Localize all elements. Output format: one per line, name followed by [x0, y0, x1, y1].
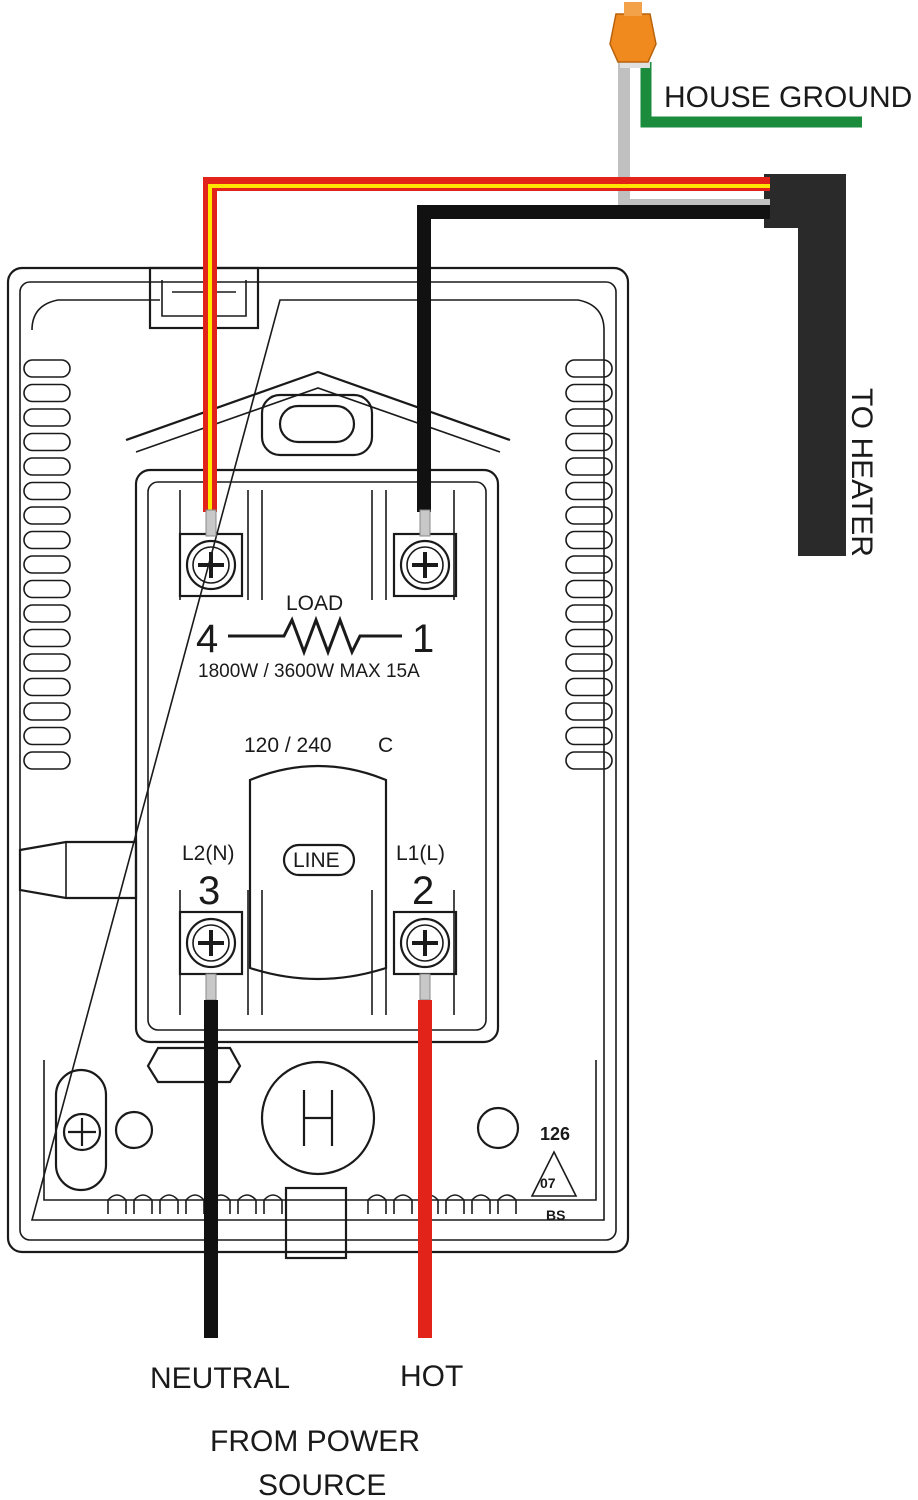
bottom-vent-slot: [497, 1194, 517, 1214]
bottom-vent-slot: [471, 1194, 491, 1214]
recycle-text-07: 07: [540, 1175, 556, 1191]
neutral-label: NEUTRAL: [150, 1362, 290, 1395]
vent-slot: [23, 359, 71, 378]
vent-slot: [565, 408, 613, 427]
vent-slot: [565, 579, 613, 599]
l2n-label: L2(N): [182, 842, 235, 865]
vent-slot: [565, 555, 613, 574]
vent-slot: [565, 457, 613, 476]
line-capsule: [248, 764, 388, 981]
left-vent-slots: [23, 359, 71, 770]
vent-slot: [565, 726, 613, 746]
vent-slot: [23, 653, 71, 672]
terminal-screw-3: [178, 910, 244, 976]
bottom-vent-slot: [107, 1194, 127, 1214]
vent-slot: [565, 628, 613, 648]
vent-slot: [23, 481, 71, 501]
wire-nut-icon: [609, 13, 657, 63]
bottom-vent-slot: [263, 1194, 283, 1214]
vent-slot: [565, 751, 613, 770]
vent-slot: [565, 677, 613, 697]
vent-slot: [565, 359, 613, 378]
voltage-label: 120 / 240: [244, 734, 332, 757]
from-power-label: FROM POWER: [210, 1425, 420, 1458]
vent-slot: [565, 506, 613, 525]
recycle-text-bs: BS: [546, 1207, 565, 1223]
heater-cable: [764, 174, 846, 556]
resistor-symbol: [228, 615, 402, 657]
terminal-2-number: 2: [412, 869, 434, 913]
mounting-screw-icon: [62, 1112, 102, 1152]
vent-slot: [23, 604, 71, 623]
vent-slot: [23, 506, 71, 525]
thermostat-backplate: 126 07 BS: [6, 266, 630, 1260]
vent-slot: [565, 481, 613, 501]
vent-slot: [23, 702, 71, 721]
bottom-vent-slot: [367, 1194, 387, 1214]
house-ground-label: HOUSE GROUND: [664, 81, 912, 114]
vent-slot: [565, 432, 613, 452]
right-vent-slots: [565, 359, 613, 770]
terminal-block-frame: [134, 468, 500, 1044]
side-tab: [18, 840, 138, 900]
vent-slot: [565, 702, 613, 721]
bottom-features: [43, 1046, 597, 1260]
bottom-vent-slot: [185, 1194, 205, 1214]
vent-slot: [23, 751, 71, 770]
vent-slot: [23, 628, 71, 648]
load-wire-stripe: [208, 184, 770, 510]
vent-slot: [23, 677, 71, 697]
load-label: LOAD: [286, 592, 343, 615]
line-label: LINE: [293, 849, 340, 872]
vent-slot: [565, 604, 613, 623]
bottom-vent-slot: [393, 1194, 413, 1214]
terminal-screw-4: [178, 532, 244, 598]
bottom-vent-slot: [237, 1194, 257, 1214]
bottom-vent-slot: [133, 1194, 153, 1214]
hanger-roof: [125, 370, 511, 457]
vent-slot: [23, 530, 71, 550]
vent-slot: [23, 408, 71, 427]
l1l-label: L1(L): [396, 842, 445, 865]
vent-slot: [565, 383, 613, 403]
rating-label: 1800W / 3600W MAX 15A: [198, 661, 420, 682]
vent-slot: [23, 432, 71, 452]
knob-hole: [260, 1060, 376, 1176]
bottom-vent-slot: [159, 1194, 179, 1214]
c-mark-label: C: [378, 734, 393, 757]
terminal-3-number: 3: [198, 869, 220, 913]
vent-slot: [23, 457, 71, 476]
terminal-screw-2: [392, 910, 458, 976]
vent-slot: [23, 383, 71, 403]
hot-label: HOT: [400, 1360, 463, 1393]
house-ground-wire: [640, 62, 862, 128]
bottom-vent-slot: [445, 1194, 465, 1214]
terminal-1-number: 1: [412, 617, 434, 661]
load-wire-red: [203, 177, 770, 512]
load-wire-black: [417, 205, 770, 512]
source-label: SOURCE: [258, 1469, 386, 1500]
vent-slot: [23, 726, 71, 746]
vent-slot: [565, 530, 613, 550]
recycle-mark: 126 07 BS: [530, 1124, 578, 1223]
terminal-4-number: 4: [196, 617, 218, 661]
terminal-screw-1: [392, 532, 458, 598]
recycle-text-126: 126: [540, 1124, 570, 1144]
vent-slot: [565, 653, 613, 672]
vent-slot: [23, 555, 71, 574]
vent-slot: [23, 579, 71, 599]
to-heater-label: TO HEATER: [845, 388, 878, 557]
